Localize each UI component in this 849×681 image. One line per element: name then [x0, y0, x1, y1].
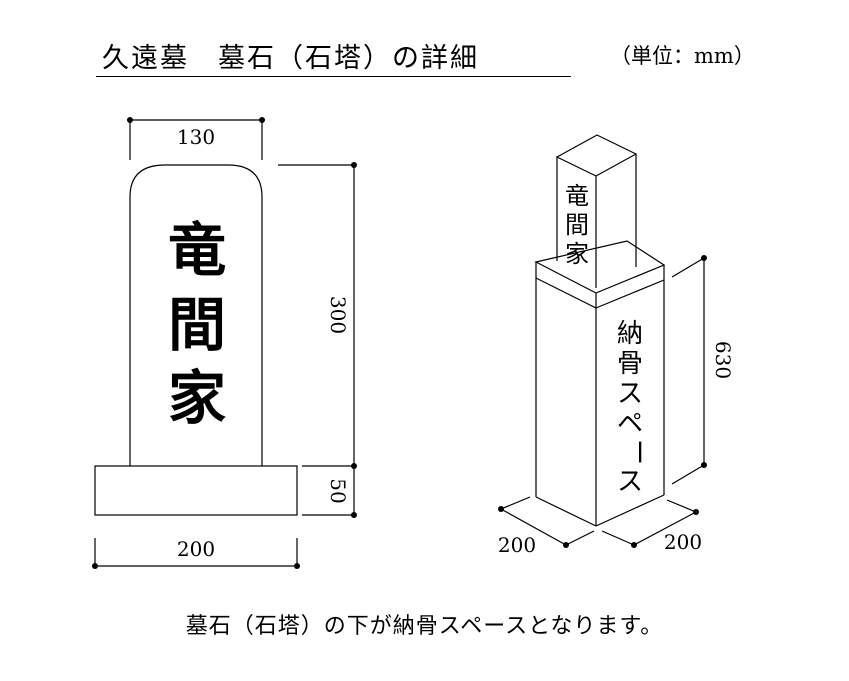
front-base-height-label: 50 [326, 478, 350, 503]
title-underline: 久遠墓 墓石（石塔）の詳細 [96, 30, 571, 77]
base-outline [94, 465, 298, 516]
front-name-char-2: 間 [168, 291, 226, 359]
space-char-2: 骨 [617, 349, 643, 379]
front-view [94, 119, 355, 567]
front-name-char-3: 家 [168, 364, 226, 432]
iso-depth-label: 200 [498, 533, 536, 557]
iso-dim-points [498, 255, 707, 548]
iso-width-label: 200 [664, 530, 702, 554]
front-name-char-1: 竜 [168, 216, 226, 284]
iso-height-label: 630 [711, 341, 735, 379]
front-width-label: 130 [177, 125, 215, 149]
iso-name-char-1: 竜 [565, 182, 589, 210]
unit-label: （単位：mm） [610, 44, 755, 68]
space-char-3: ス [617, 379, 643, 409]
iso-view [500, 134, 705, 546]
stele-outline [129, 164, 263, 466]
iso-name-char-2: 間 [565, 211, 589, 239]
page-title: 久遠墓 墓石（石塔）の詳細 [102, 43, 479, 74]
space-char-4: ペ [617, 409, 643, 439]
caption: 墓石（石塔）の下が納骨スペースとなります。 [185, 614, 664, 639]
space-char-6: ス [617, 467, 643, 497]
space-char-5: ー [623, 439, 653, 465]
front-dim-points [92, 117, 357, 569]
iso-name-char-3: 家 [565, 240, 589, 268]
front-base-width-label: 200 [177, 537, 215, 561]
front-height-label: 300 [326, 296, 350, 334]
space-char-1: 納 [617, 319, 643, 349]
